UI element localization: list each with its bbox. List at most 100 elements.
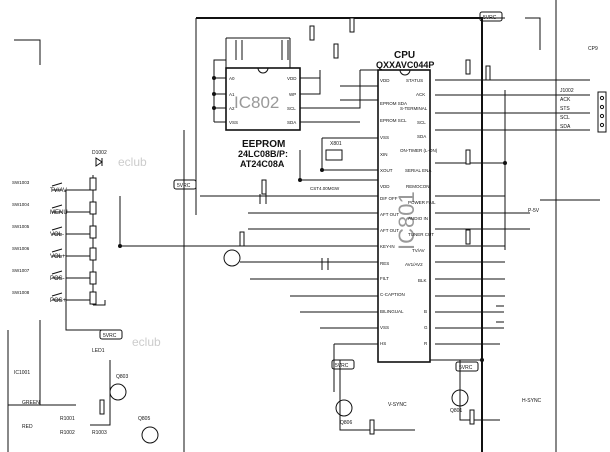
ic801-part: QXXAVC044P — [376, 60, 434, 70]
supply-cp9: CP9 — [588, 46, 598, 52]
key-label-3: VOL+ — [50, 254, 66, 260]
ic801-pin-13: FILT — [380, 276, 389, 281]
ic801-pin-28: SERIAL ENA — [405, 168, 431, 173]
misc-parts: X801 CST4.00MGW LED1 D1002 IC1001 Q803 Q… — [14, 141, 542, 444]
key-sw-5: SW1008 — [12, 290, 30, 295]
connector-j1002: J1002 ACK STS SCL SDA — [560, 88, 607, 133]
ic802-pin8: VDD — [287, 76, 297, 81]
ic801-pin-33: ACK — [416, 92, 425, 97]
ic801-pin-6: XOUT — [380, 168, 393, 173]
key-label-4: POS- — [50, 276, 65, 282]
ic802-label-line2: 24LC08B/P: — [238, 149, 288, 159]
wire-layer — [7, 0, 600, 452]
led-ref: LED1 — [92, 348, 105, 354]
ic801-pin-14: C-CAPTION — [380, 292, 405, 297]
connector-ref: J1002 — [560, 88, 574, 94]
key-sw-0: SW1003 — [12, 180, 30, 185]
ic801-pin-5: XIN — [380, 152, 388, 157]
q805-ref: Q805 — [138, 416, 150, 422]
ic802-pin5: SDA — [287, 120, 296, 125]
ic801-pin-10: AFT OUT — [380, 228, 399, 233]
p5v-label: P-5V — [528, 208, 540, 214]
ic802-label-line3: AT24C08A — [240, 159, 285, 169]
hsync-label: H-SYNC — [522, 398, 542, 404]
ic801-pin-29: ON-TIMER (L-ON) — [400, 148, 438, 153]
key-sw-2: SW1005 — [12, 224, 30, 229]
ic801-pin-1: VDD — [380, 78, 390, 83]
ic801-pin-34: STATUS — [406, 78, 423, 83]
ic801-pin-26: POWER FAIL — [408, 200, 436, 205]
ic801-pin-8: DIF OFF — [380, 196, 398, 201]
ic801-pin-16: VSS — [380, 325, 389, 330]
ic801-pin-19: G — [424, 325, 428, 330]
key-sw-4: SW1007 — [12, 268, 30, 273]
ic801-title: CPU — [394, 50, 415, 61]
ic802-ref: IC802 — [234, 93, 279, 112]
ic802-label-title: EEPROM — [242, 139, 285, 150]
key-label-5: POS+ — [50, 298, 67, 304]
ic802-eeprom: IC802 A0 A1 A2 VSS VDD WP SCL SDA EEPROM… — [225, 67, 301, 169]
key-switch-ladder: SW1003 TV/AV SW1004 MENU SW1005 VOL- SW1… — [12, 180, 68, 304]
ic801-pin-23: TV/AV — [412, 248, 425, 253]
ic801-pin-22: AV1/AV2 — [405, 262, 423, 267]
ic801-pin-21: BLK — [418, 278, 427, 283]
ic802-pin4: VSS — [229, 120, 238, 125]
ic801-pin-11: KEY-IN — [380, 244, 395, 249]
vsync-label: V-SYNC — [388, 402, 407, 408]
crystal-value: CST4.00MGW — [310, 186, 340, 191]
key-sw-1: SW1004 — [12, 202, 30, 207]
ic801-pin-15: BILINGUAL — [380, 309, 404, 314]
watermarks: eclub eclub — [118, 155, 161, 349]
ic802-pin3: A2 — [229, 106, 235, 111]
ic801-pin-18: R — [424, 341, 428, 346]
key-label-1: MENU — [50, 210, 68, 216]
connector-pin-sda: SDA — [560, 124, 571, 130]
ic801-pin-7: VDD — [380, 184, 390, 189]
q803-ref: Q803 — [116, 374, 128, 380]
ic801-cpu: CPU QXXAVC044P IC801 VDD EPROM SDA EPROM… — [376, 50, 438, 363]
ic801-right-pins: STATUS ACK S-TERMINAL SCL SDA ON-TIMER (… — [400, 78, 438, 346]
diode-ref: D1002 — [92, 150, 107, 156]
supply-tags: 5VRC 5VRC 5VRC 5VRC 5VRC CP9 — [99, 11, 598, 372]
connector-pin-scl: SCL — [560, 115, 570, 121]
ic801-pin-4: VSS — [380, 135, 389, 140]
ic802-pin6: SCL — [287, 106, 296, 111]
ic801-left-pins: VDD EPROM SDA EPROM SCL VSS XIN XOUT VDD… — [380, 78, 407, 346]
supply-5vrc-top: 5VRC — [483, 15, 497, 21]
ic801-pin-3: EPROM SCL — [380, 118, 407, 123]
ic802-pin1: A0 — [229, 76, 235, 81]
supply-5vrc-bottom: 5VRC — [335, 363, 349, 369]
r1003-ref: R1003 — [92, 430, 107, 436]
supply-5vrc-right: 5VRC — [459, 365, 473, 371]
ic802-pin7: WP — [289, 92, 296, 97]
q801-ref: Q801 — [450, 408, 462, 414]
ic801-pin-20: B — [424, 309, 427, 314]
ic802-pin2: A1 — [229, 92, 235, 97]
supply-5vrc-left: 5VRC — [177, 183, 191, 189]
watermark-top: eclub — [118, 155, 147, 169]
r1001-ref: R1001 — [60, 416, 75, 422]
key-sw-3: SW1006 — [12, 246, 30, 251]
ic801-pin-17: HS — [380, 341, 386, 346]
capacitor-symbols — [235, 40, 504, 329]
red-label: RED — [22, 424, 33, 430]
ic801-pin-32: S-TERMINAL — [400, 106, 428, 111]
resistor-symbols — [89, 17, 491, 435]
ic801-pin-12: RES — [380, 261, 389, 266]
key-label-0: TV/AV — [50, 188, 67, 194]
supply-5vrc-key: 5VRC — [103, 333, 117, 339]
ic801-pin-24: TUNER CUT — [408, 232, 434, 237]
connector-pin-ack: ACK — [560, 97, 571, 103]
q806-ref: Q806 — [340, 420, 352, 426]
connector-pin-sts: STS — [560, 106, 570, 112]
green-label: GREEN — [22, 400, 40, 406]
switch-symbols — [51, 182, 63, 301]
ic801-pin-25: AUDIO IN — [408, 216, 428, 221]
key-label-2: VOL- — [50, 232, 64, 238]
ic801-pin-9: AFT OUT — [380, 212, 399, 217]
ic801-pin-2: EPROM SDA — [380, 101, 407, 106]
watermark-bottom: eclub — [132, 335, 161, 349]
ic1001-ref: IC1001 — [14, 370, 30, 376]
ic801-pin-30: SDA — [417, 134, 426, 139]
